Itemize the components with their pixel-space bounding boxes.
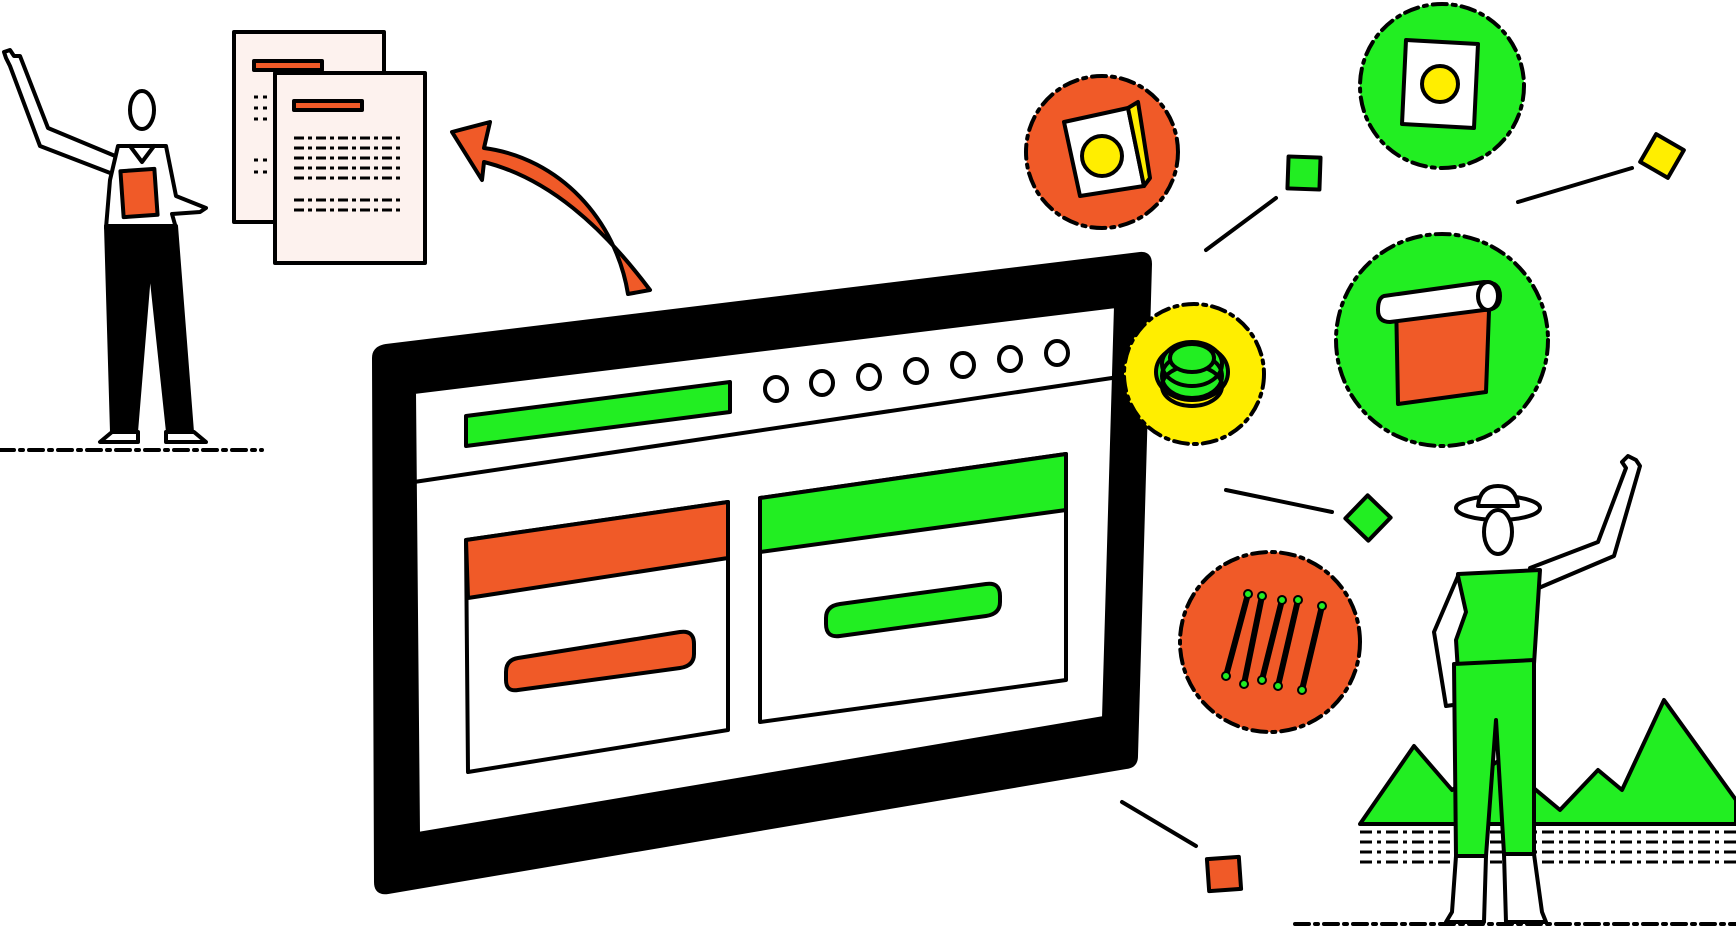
status-dot [1044,339,1070,367]
seed-bag-icon [1358,2,1526,170]
connector-lines [1120,166,1634,848]
farmer-figure [1432,454,1642,924]
status-dots [763,339,1070,403]
mountain-landscape [1358,698,1736,864]
document-stack-icon [232,30,427,265]
status-dot [856,363,882,391]
tarp-roll-icon [1334,232,1550,448]
ground-lines [0,448,1736,926]
status-dot [950,351,976,379]
panel-button [824,581,1002,639]
monitor-window [372,251,1152,895]
status-dot [903,357,929,385]
status-dot [809,369,835,397]
status-dot [997,345,1023,373]
garden-stakes-icon [1178,550,1362,734]
curved-arrow-icon [450,120,652,296]
coiled-hose-icon [1122,302,1266,446]
seed-packet-icon [1024,74,1180,230]
decorative-squares [1204,132,1686,894]
panel-button [504,629,696,693]
status-dot [763,375,789,403]
title-bar [464,380,732,448]
orange-header-panel [464,500,730,774]
green-header-panel [758,452,1068,724]
office-worker-figure [2,48,208,444]
